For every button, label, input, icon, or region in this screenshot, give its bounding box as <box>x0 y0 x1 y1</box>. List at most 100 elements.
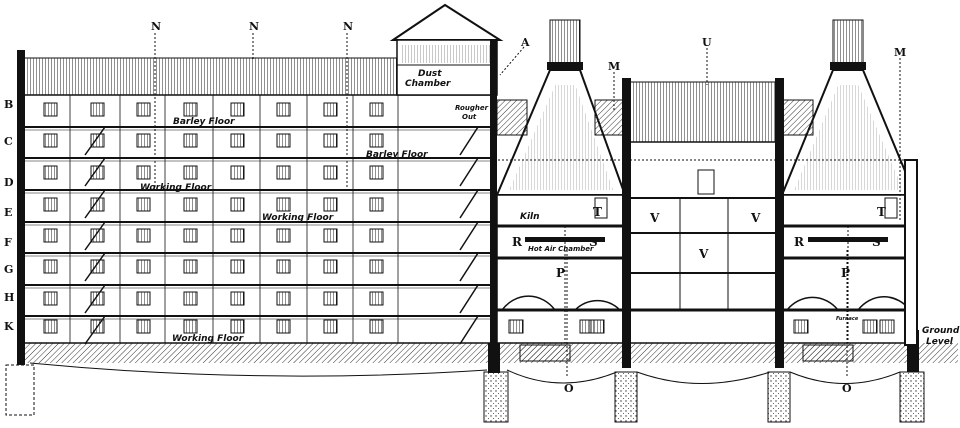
window <box>369 165 384 180</box>
window <box>276 102 291 117</box>
label-v1: V <box>649 211 660 225</box>
foundation-pier <box>767 371 791 423</box>
floor-letter: F <box>4 236 12 249</box>
foundation-piers <box>5 330 925 423</box>
foundation-pier <box>483 371 509 423</box>
label-u: U <box>702 36 712 49</box>
staircase <box>84 252 479 282</box>
barley-floor-label-upper: Barley Floor <box>173 117 235 127</box>
label-a: A <box>520 36 530 49</box>
label-r1: R <box>512 235 523 249</box>
foundation-arches <box>29 362 901 384</box>
room-labels: Dust Chamber Rougher Out Barley Floor Ba… <box>140 69 960 347</box>
label-s1: S <box>589 235 598 249</box>
staircase <box>84 157 479 187</box>
window <box>276 291 291 306</box>
window <box>43 228 58 243</box>
staircase <box>84 315 479 345</box>
window <box>136 197 151 212</box>
floor-letter: B <box>4 98 13 111</box>
hot-air-grate <box>525 237 605 242</box>
window <box>369 228 384 243</box>
window <box>90 291 105 306</box>
furnace-pit <box>519 344 571 362</box>
kiln-letters: T T V V V R S R S P P <box>512 205 886 280</box>
window <box>183 197 198 212</box>
floor-letter: D <box>4 176 14 189</box>
window <box>323 291 338 306</box>
label-s2: S <box>872 235 881 249</box>
window <box>276 228 291 243</box>
label-r2: R <box>794 235 805 249</box>
window <box>90 228 105 243</box>
window <box>323 319 338 334</box>
rougher-out-label-2: Out <box>462 113 477 121</box>
window <box>90 197 105 212</box>
window <box>43 291 58 306</box>
kiln-label: Kiln <box>520 212 540 222</box>
label-n3: N <box>343 20 353 33</box>
staircase <box>84 126 479 156</box>
rougher-out-label: Rougher <box>455 104 489 112</box>
window <box>136 319 151 334</box>
label-o2: O <box>842 382 852 395</box>
window <box>43 259 58 274</box>
window <box>183 259 198 274</box>
window <box>43 133 58 148</box>
window <box>276 197 291 212</box>
window <box>276 259 291 274</box>
label-n1: N <box>151 20 161 33</box>
window <box>230 102 245 117</box>
window <box>323 259 338 274</box>
window <box>183 291 198 306</box>
hot-air-chamber-label: Hot Air Chamber <box>528 245 594 253</box>
window <box>276 165 291 180</box>
label-t1: T <box>593 205 602 219</box>
window <box>183 228 198 243</box>
window <box>369 259 384 274</box>
working-floor-label-3: Working Floor <box>172 334 244 344</box>
window <box>369 197 384 212</box>
label-p2: P <box>841 266 850 280</box>
window <box>323 228 338 243</box>
window <box>230 133 245 148</box>
floor-letter: K <box>4 320 14 333</box>
window <box>136 259 151 274</box>
window <box>183 319 198 334</box>
label-t2: T <box>877 205 886 219</box>
ground-level-label-2: Level <box>926 337 954 347</box>
hot-air-grate <box>808 237 888 242</box>
window <box>90 259 105 274</box>
window <box>136 165 151 180</box>
window <box>43 165 58 180</box>
window <box>369 133 384 148</box>
window <box>276 133 291 148</box>
window <box>43 197 58 212</box>
dust-chamber-label-2: Chamber <box>405 79 451 89</box>
ground-level-label: Ground <box>922 326 960 336</box>
window <box>90 133 105 148</box>
foundation-pier <box>614 371 638 423</box>
barley-floor-label-lower: Barley Floor <box>366 150 428 160</box>
window <box>43 319 58 334</box>
working-floor-label-1: Working Floor <box>140 183 212 193</box>
middle-building <box>622 78 784 368</box>
window <box>862 319 878 334</box>
window <box>508 319 524 334</box>
dust-tower <box>389 3 504 345</box>
label-n2: N <box>249 20 259 33</box>
window <box>136 133 151 148</box>
window <box>230 319 245 334</box>
leader-lines <box>154 33 915 378</box>
window <box>879 319 895 334</box>
staircase <box>84 189 479 219</box>
furnace-label: Furnace <box>836 316 859 322</box>
label-v3: V <box>698 247 709 261</box>
label-v2: V <box>750 211 761 225</box>
foundation-pier <box>899 371 925 423</box>
window <box>323 197 338 212</box>
reference-letters: N N N A M U M O O <box>151 20 906 395</box>
window <box>136 291 151 306</box>
window <box>43 102 58 117</box>
